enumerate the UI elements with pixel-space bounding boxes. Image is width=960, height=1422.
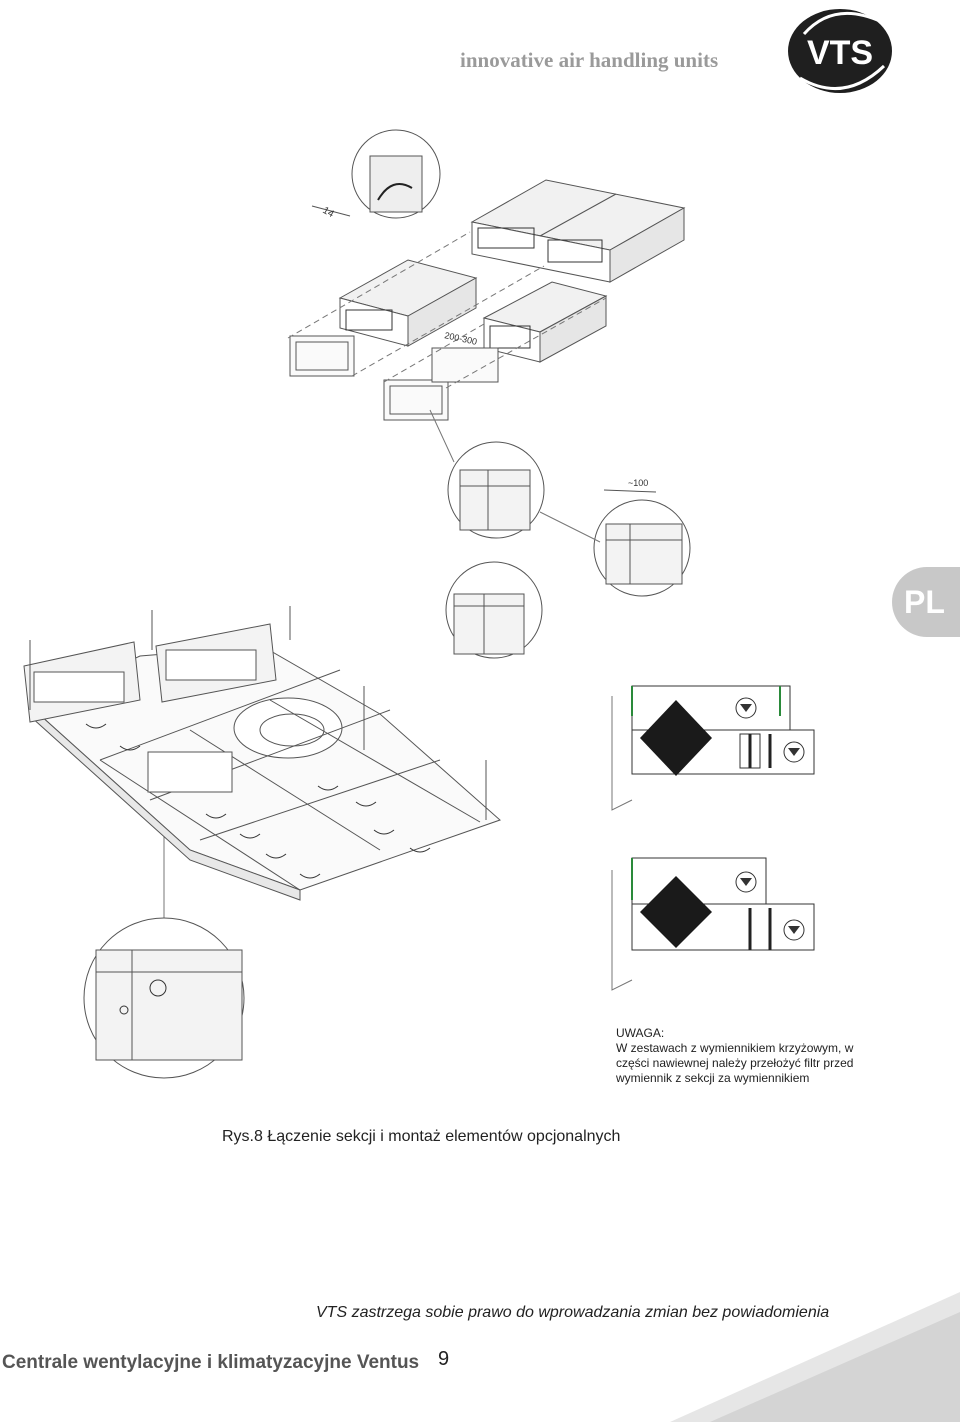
page-number: 9 [438,1348,450,1370]
note-block: UWAGA: W zestawach z wymiennikiem krzyżo… [616,1026,866,1086]
schematic-top [611,685,815,811]
logo-text: VTS [807,34,873,72]
note-line-2: części nawiewnej należy przełożyć filtr … [616,1056,854,1070]
middle-right-unit [482,281,608,363]
figure-caption: Rys.8 Łączenie sekcji i montaż elementów… [222,1128,621,1145]
assembly-lines [287,231,607,389]
detail-circle-lower [445,561,543,659]
header-tagline: innovative air handling units [460,48,719,72]
middle-left-unit [338,259,478,347]
detail-circle-bottom [83,917,245,1079]
dimension-14: 14 [321,205,337,220]
language-tab-label: PL [904,584,945,620]
footer-title: Centrale wentylacyjne i klimatyzacyjne V… [2,1352,420,1373]
disclaimer: VTS zastrzega sobie prawo do wprowadzani… [316,1304,830,1321]
note-line-1: W zestawach z wymiennikiem krzyżowym, w [616,1041,854,1055]
main-assembly [23,606,501,901]
dimension-100: ~100 [628,478,648,488]
leader-lines [163,409,601,920]
technical-drawing: 14 200-300 ~100 [23,129,815,1079]
detail-circle-top: 14 [311,129,441,220]
note-line-3: wymiennik z sekcji za wymiennikiem [616,1071,810,1085]
language-tab: PL [892,567,960,637]
detail-circle-right: ~100 [593,478,691,597]
flexible-connectors [289,335,499,421]
note-title: UWAGA: [616,1026,665,1040]
schematic-bottom [611,857,815,991]
vts-logo: VTS [788,9,892,93]
top-right-unit [470,179,686,283]
detail-circle-middle [447,441,545,539]
corner-decoration [670,1292,960,1422]
